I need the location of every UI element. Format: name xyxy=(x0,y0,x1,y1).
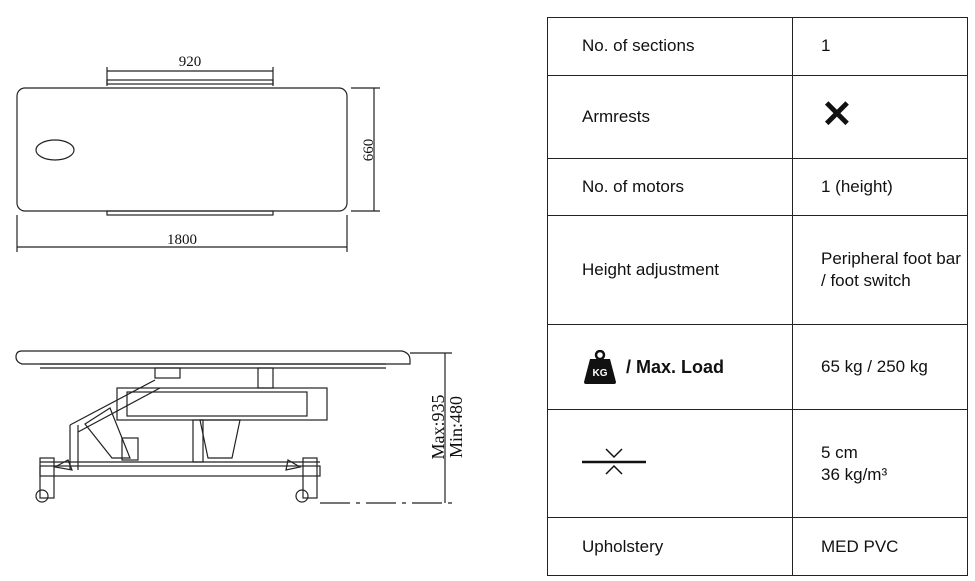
technical-drawing: 920 1800 660 Max:935 Min:480 xyxy=(15,54,466,504)
castor-left xyxy=(35,489,49,503)
dim-660: 660 xyxy=(361,139,377,162)
cross-icon: ✕ xyxy=(821,94,853,137)
table-row: Height adjustment Peripheral foot bar / … xyxy=(547,215,968,325)
specs-table: No. of sections 1 Armrests ✕ No. of moto… xyxy=(547,17,968,576)
dim-920: 920 xyxy=(179,54,202,70)
table-top-outline xyxy=(16,87,348,212)
table-row: No. of sections 1 xyxy=(547,17,968,76)
dim-max-height: Max:935 xyxy=(428,395,448,460)
side-table-top xyxy=(15,350,411,365)
dim-1800: 1800 xyxy=(167,232,197,248)
spec-label: Height adjustment xyxy=(547,215,793,325)
spec-value-line: Peripheral foot bar xyxy=(821,248,961,268)
spec-value-line: / foot switch xyxy=(821,270,911,290)
spec-value: MED PVC xyxy=(792,517,968,576)
spec-value-line: 5 cm xyxy=(821,442,858,462)
weight-kg-icon: KG xyxy=(584,349,616,384)
spec-label: No. of motors xyxy=(547,157,793,217)
face-hole xyxy=(35,139,75,161)
table-row: Upholstery MED PVC xyxy=(547,517,968,576)
table-row: 5 cm 36 kg/m³ xyxy=(547,408,968,519)
spec-label: Upholstery xyxy=(547,517,793,576)
table-row: KG / Max. Load 65 kg / 250 kg xyxy=(547,323,968,410)
spec-value-line: 36 kg/m³ xyxy=(821,464,888,484)
castor-right xyxy=(295,489,309,503)
table-row: Armrests ✕ xyxy=(547,74,968,159)
dim-min-height: Min:480 xyxy=(446,396,466,458)
weight-kg-icon-text: KG xyxy=(593,368,608,379)
table-row: No. of motors 1 (height) xyxy=(547,157,968,217)
spec-value: 65 kg / 250 kg xyxy=(792,323,968,410)
spec-label: / Max. Load xyxy=(626,356,725,377)
base-frame xyxy=(39,465,321,477)
compression-icon xyxy=(582,448,646,475)
spec-label: Armrests xyxy=(547,74,793,159)
spec-value: 1 xyxy=(792,17,968,76)
spec-value: 1 (height) xyxy=(792,157,968,217)
spec-label: No. of sections xyxy=(547,17,793,76)
